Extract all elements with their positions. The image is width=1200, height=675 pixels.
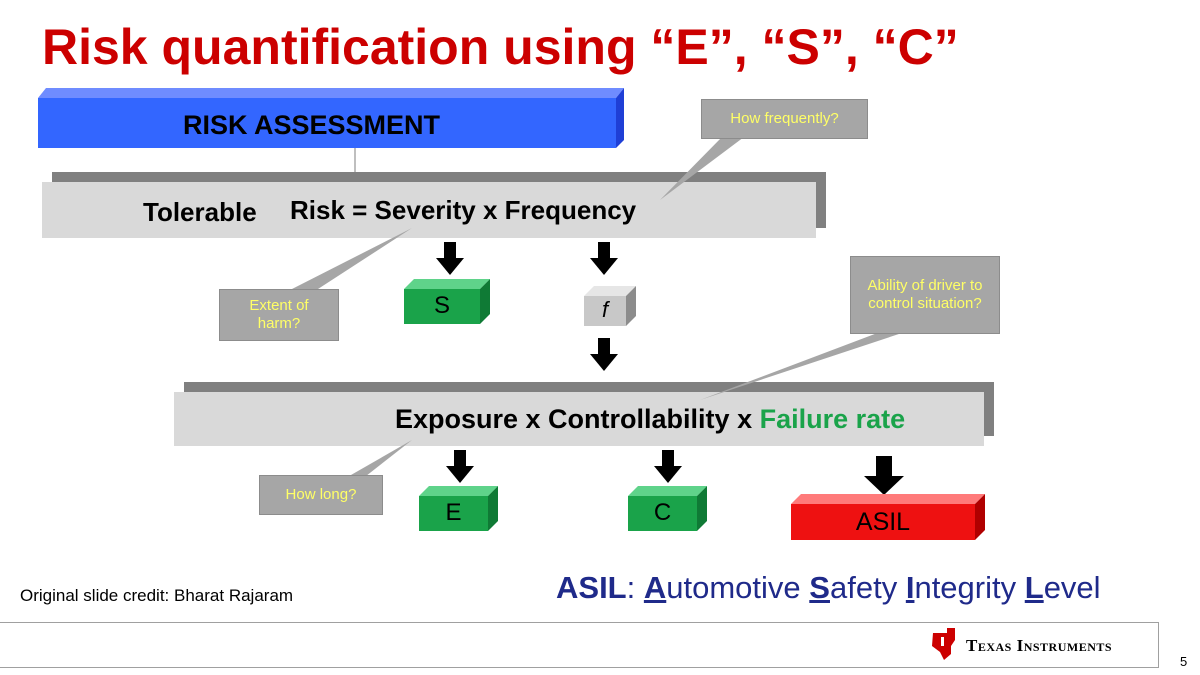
arrow-down-icon bbox=[864, 456, 904, 495]
equation1-text: Risk = Severity x Frequency bbox=[290, 195, 637, 225]
callout-how-frequently-text: How frequently? bbox=[730, 110, 839, 127]
asil-letter-l: L bbox=[1024, 570, 1044, 605]
asil-word-s: afety bbox=[829, 570, 898, 605]
asil-colon: : bbox=[626, 570, 636, 605]
callout-ability-control: Ability of driver to control situation? bbox=[850, 256, 1000, 334]
asil-word-l: evel bbox=[1043, 570, 1101, 605]
arrow-down-icon bbox=[590, 338, 618, 371]
risk-assessment-bar bbox=[38, 88, 624, 148]
asil-letter-a: A bbox=[643, 570, 667, 605]
c-block-label: C bbox=[653, 499, 672, 526]
asil-definition: ASIL: Automotive Safety Integrity Level bbox=[556, 570, 1101, 606]
slide-title: Risk quantification using “E”, “S”, “C” bbox=[42, 19, 959, 75]
callout-how-frequently: How frequently? bbox=[701, 99, 868, 139]
equation2-main: Exposure x Controllability bbox=[395, 404, 730, 434]
callout-extent-of-harm-text: Extent of harm? bbox=[249, 297, 309, 332]
callout-ability-control-text: Ability of driver to control situation? bbox=[867, 277, 983, 312]
equation2-x: x bbox=[737, 404, 753, 434]
failure-rate-label: Failure rate bbox=[759, 404, 906, 434]
equation2-text: Exposure x Controllability x Failure rat… bbox=[395, 404, 905, 435]
s-block bbox=[404, 279, 490, 324]
callout-extent-of-harm: Extent of harm? bbox=[219, 289, 339, 341]
ti-logo-icon bbox=[932, 628, 955, 660]
arrow-down-icon bbox=[436, 242, 464, 275]
e-block bbox=[419, 486, 498, 531]
arrow-down-icon bbox=[590, 242, 618, 275]
c-block bbox=[628, 486, 707, 531]
asil-letter-s: S bbox=[809, 570, 830, 605]
asil-block bbox=[791, 494, 985, 540]
company-name: Texas Instruments bbox=[966, 636, 1113, 655]
slide-credit: Original slide credit: Bharat Rajaram bbox=[20, 586, 294, 605]
e-block-label: E bbox=[445, 499, 462, 526]
risk-assessment-label: RISK ASSESSMENT bbox=[183, 110, 441, 140]
asil-block-label: ASIL bbox=[855, 508, 911, 536]
f-block bbox=[584, 286, 636, 326]
callout-pointer-ability-control bbox=[700, 332, 905, 400]
asil-word-i: ntegrity bbox=[914, 570, 1017, 605]
asil-acronym: ASIL bbox=[556, 570, 627, 605]
footer-bar bbox=[0, 622, 1159, 668]
callout-how-long: How long? bbox=[259, 475, 383, 515]
asil-letter-i: I bbox=[905, 570, 915, 605]
arrow-down-icon bbox=[654, 450, 682, 483]
callout-pointer-how-frequently bbox=[660, 137, 744, 200]
s-block-label: S bbox=[433, 292, 450, 319]
page-number: 5 bbox=[1180, 654, 1188, 669]
equation1-tolerable: Tolerable bbox=[143, 197, 257, 227]
callout-how-long-text: How long? bbox=[285, 486, 357, 503]
asil-word-a: utomotive bbox=[666, 570, 801, 605]
callout-pointer-extent-of-harm bbox=[292, 228, 412, 289]
arrow-down-icon bbox=[446, 450, 474, 483]
equation1-bar bbox=[42, 172, 826, 238]
equation2-bar bbox=[174, 382, 994, 446]
f-block-label: f bbox=[601, 297, 609, 322]
